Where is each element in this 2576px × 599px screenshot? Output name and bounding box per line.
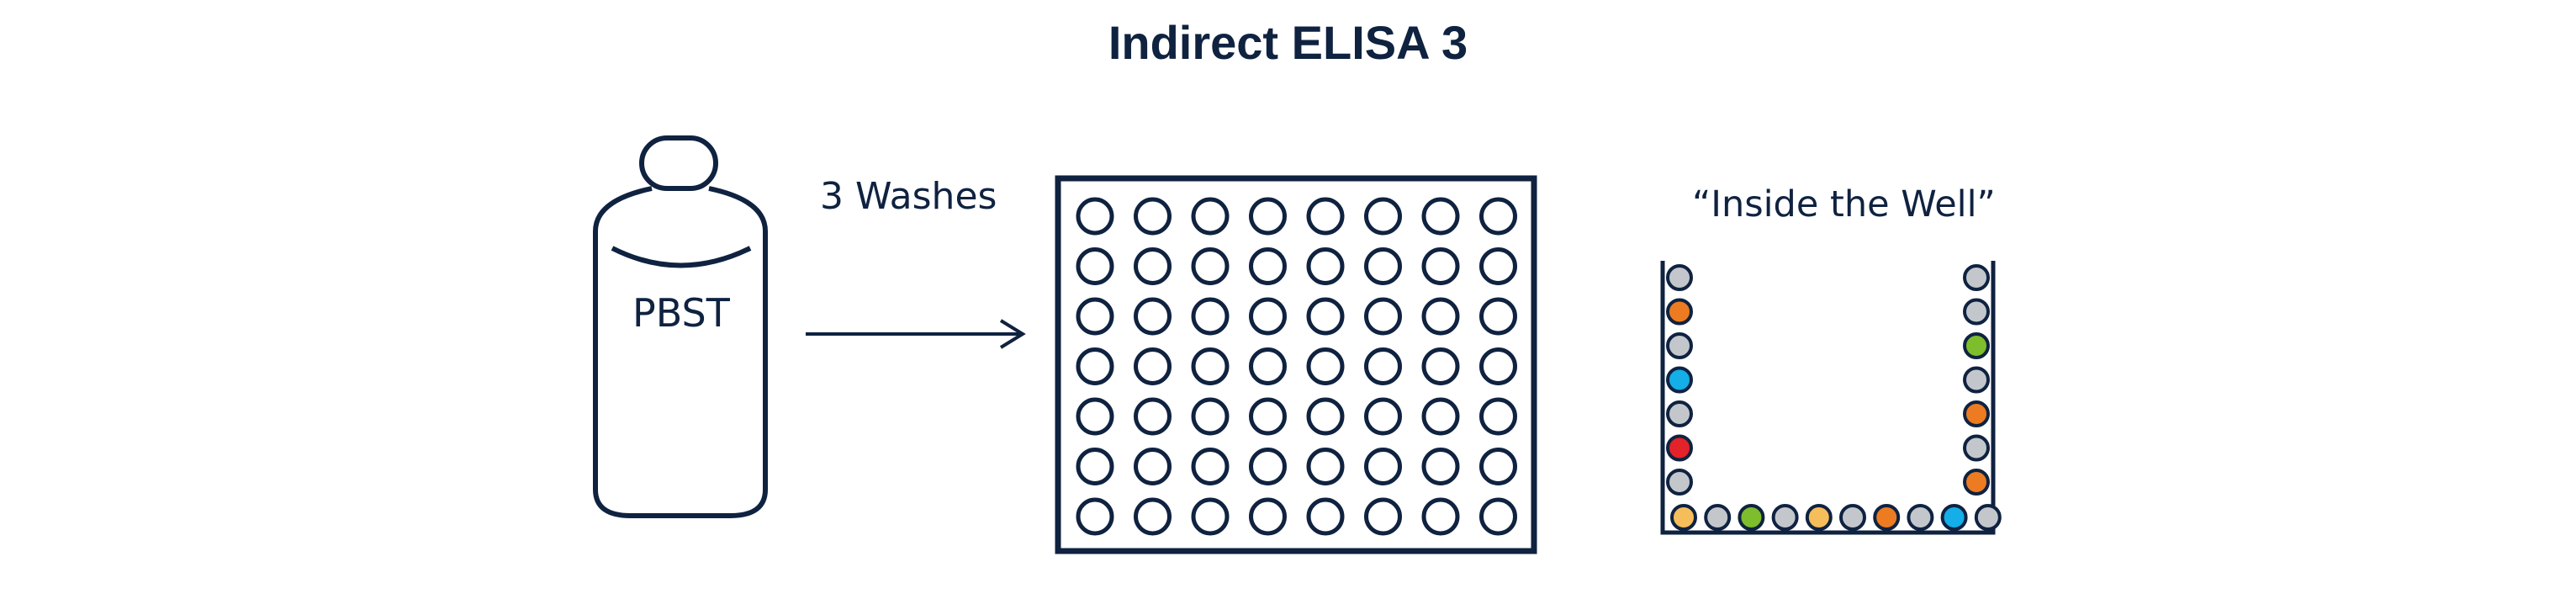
antigen-blue (1666, 366, 1693, 394)
plate-well (1076, 347, 1114, 385)
antigen-gray (1666, 469, 1693, 496)
plate-well (1076, 497, 1114, 536)
plate-well (1249, 397, 1287, 436)
plate-well (1479, 397, 1517, 436)
plate-well (1364, 247, 1402, 285)
antigen-red (1666, 434, 1693, 462)
plate-well (1076, 247, 1114, 285)
plate-well (1421, 197, 1460, 236)
plate-well (1364, 297, 1402, 336)
plate-well (1134, 497, 1172, 536)
antigen-gray (1963, 366, 1990, 394)
plate-well (1191, 497, 1230, 536)
well-cross-section (1660, 261, 1996, 535)
plate-well (1364, 347, 1402, 385)
plate-well (1364, 448, 1402, 485)
plate-well (1421, 297, 1460, 336)
plate-well (1134, 197, 1172, 236)
plate-well (1249, 347, 1287, 385)
antigen-orange (1666, 298, 1693, 326)
plate-well (1306, 297, 1345, 336)
plate-well (1479, 197, 1517, 236)
plate-well (1421, 497, 1460, 536)
bottle-liquid-line (611, 246, 752, 268)
antigen-blue (1940, 504, 1968, 531)
antigen-yellow (1805, 504, 1833, 531)
plate-well (1249, 197, 1287, 236)
antigen-orange (1963, 400, 1990, 427)
well-walls (1660, 261, 1996, 535)
antigen-orange (1873, 504, 1901, 531)
antigen-orange (1963, 469, 1990, 496)
plate-well (1479, 347, 1517, 385)
antigen-green (1963, 332, 1990, 359)
antigen-gray (1963, 264, 1990, 291)
well-label: “Inside the Well” (1692, 183, 1996, 225)
antigen-gray (1974, 504, 2002, 531)
plate-well (1364, 197, 1402, 236)
bottle-cap (639, 135, 718, 191)
plate-well (1191, 297, 1230, 336)
plate-well (1191, 197, 1230, 236)
plate-well (1134, 347, 1172, 385)
wash-bottle (593, 135, 768, 518)
plate-well (1479, 497, 1517, 536)
plate-well (1306, 497, 1345, 536)
antigen-gray (1666, 332, 1693, 359)
antigen-gray (1666, 400, 1693, 427)
plate-well (1249, 497, 1287, 536)
antigen-gray (1963, 298, 1990, 326)
bottle-label: PBST (632, 290, 730, 336)
plate-well (1421, 448, 1460, 485)
microplate (1055, 175, 1537, 554)
plate-well (1134, 247, 1172, 285)
wash-arrow (806, 319, 1026, 349)
plate-well (1191, 247, 1230, 285)
plate-well (1479, 297, 1517, 336)
antigen-gray (1839, 504, 1866, 531)
plate-well (1249, 247, 1287, 285)
plate-well (1421, 347, 1460, 385)
plate-well (1249, 297, 1287, 336)
plate-well (1076, 297, 1114, 336)
antigen-gray (1666, 264, 1693, 291)
plate-well (1191, 397, 1230, 436)
plate-well (1479, 247, 1517, 285)
plate-well (1249, 448, 1287, 485)
plate-well (1191, 448, 1230, 485)
plate-well (1364, 497, 1402, 536)
plate-well (1076, 397, 1114, 436)
arrow-head (999, 319, 1026, 349)
plate-well (1421, 247, 1460, 285)
plate-well (1134, 448, 1172, 485)
plate-well (1076, 448, 1114, 485)
wash-label: 3 Washes (820, 175, 997, 218)
microplate-wells (1076, 197, 1517, 536)
plate-well (1134, 397, 1172, 436)
well-coating (1666, 264, 2002, 531)
plate-well (1306, 448, 1345, 485)
plate-well (1134, 297, 1172, 336)
diagram-title: Indirect ELISA 3 (1108, 16, 1468, 69)
plate-well (1191, 347, 1230, 385)
plate-well (1306, 247, 1345, 285)
plate-well (1364, 397, 1402, 436)
plate-well (1306, 347, 1345, 385)
bottle-body (593, 186, 768, 518)
plate-well (1076, 197, 1114, 236)
plate-well (1306, 197, 1345, 236)
antigen-gray (1907, 504, 1934, 531)
antigen-gray (1963, 434, 1990, 462)
antigen-gray (1704, 504, 1732, 531)
plate-well (1421, 397, 1460, 436)
antigen-gray (1771, 504, 1799, 531)
antigen-yellow (1670, 504, 1697, 531)
antigen-green (1738, 504, 1765, 531)
plate-well (1479, 448, 1517, 485)
plate-well (1306, 397, 1345, 436)
